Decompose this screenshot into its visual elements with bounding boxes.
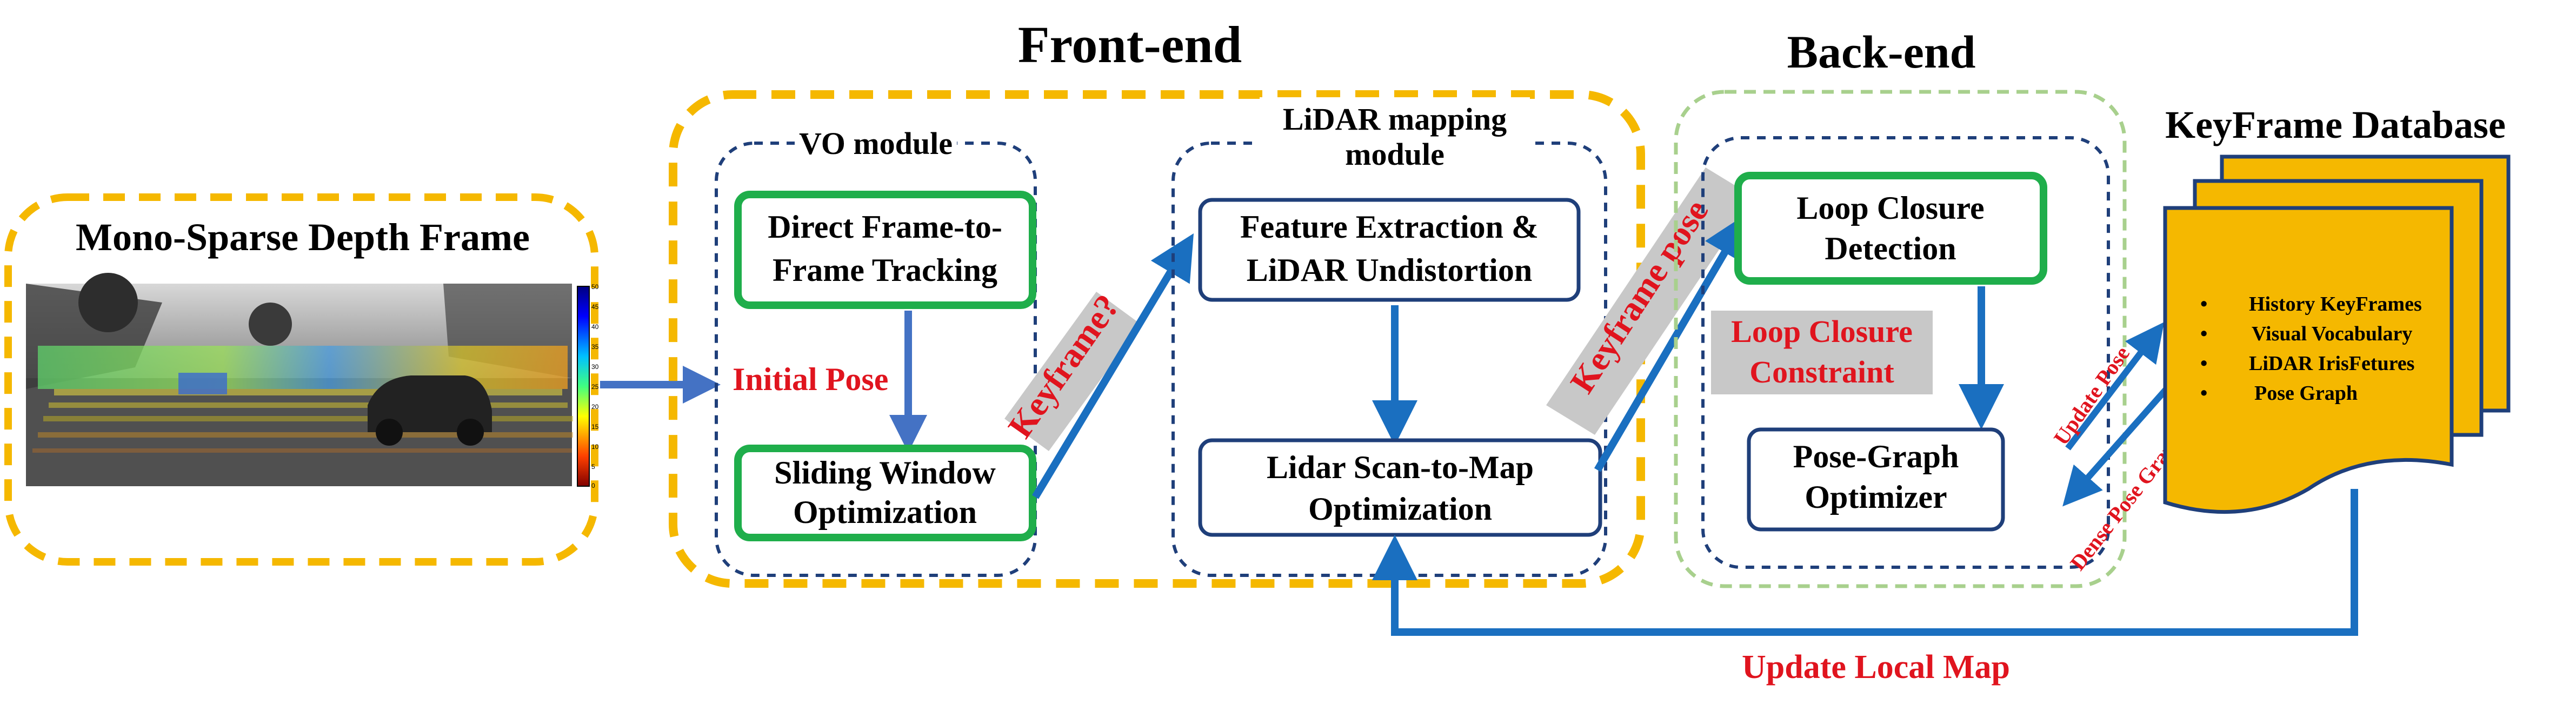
sliding-window-box xyxy=(734,445,1036,541)
keyframe-database-stack xyxy=(2163,155,2511,514)
pose-graph-optimizer-box xyxy=(1747,427,2005,532)
direct-tracking-box xyxy=(734,191,1036,309)
initial-pose-label: Initial Pose xyxy=(733,361,888,397)
sliding-window-line1: Sliding Window xyxy=(774,455,996,491)
colorbar-tick: 10 xyxy=(591,443,599,451)
colorbar-tick: 50 xyxy=(591,283,599,291)
direct-tracking-line2: Frame Tracking xyxy=(773,252,997,288)
back-end-title: Back-end xyxy=(1787,26,1976,78)
input-frame-group xyxy=(4,193,598,566)
db-item: History KeyFrames xyxy=(2249,293,2422,315)
front-end-group xyxy=(669,90,1645,588)
update-pose-label: Update Pose xyxy=(2049,341,2135,449)
sliding-window-line2: Optimization xyxy=(793,494,977,530)
db-item: Pose Graph xyxy=(2254,382,2358,405)
colorbar-tick: 5 xyxy=(591,463,595,471)
colorbar-tick: 0 xyxy=(591,482,595,489)
lidar-module-title-line1: LiDAR mapping xyxy=(1283,102,1507,137)
input-frame-title: Mono-Sparse Depth Frame xyxy=(76,216,530,259)
loop-constraint-line2: Constraint xyxy=(1749,354,1894,390)
colorbar-tick: 35 xyxy=(591,343,599,351)
scan-to-map-line2: Optimization xyxy=(1308,491,1492,527)
feature-extraction-line1: Feature Extraction & xyxy=(1240,209,1539,245)
keyframe-q-band xyxy=(1004,292,1141,451)
database-items: • History KeyFrames • Visual Vocabulary … xyxy=(2200,293,2422,405)
depth-colorbar xyxy=(577,286,590,487)
colorbar-tick: 25 xyxy=(591,383,599,391)
dense-pose-graph-arrow xyxy=(2062,376,2179,507)
loop-constraint-line1: Loop Closure xyxy=(1731,314,1913,349)
lidar-module-title-line2: module xyxy=(1345,137,1445,172)
pose-graph-line1: Pose-Graph xyxy=(1793,439,1959,474)
vo-module-title: VO module xyxy=(799,126,953,161)
loop-closure-line1: Loop Closure xyxy=(1796,190,1984,226)
db-item: Visual Vocabulary xyxy=(2252,323,2412,345)
depth-frame-image xyxy=(26,273,573,486)
pose-graph-line2: Optimizer xyxy=(1805,479,1947,515)
feature-extraction-box xyxy=(1198,198,1581,302)
loop-constraint-band xyxy=(1711,311,1933,394)
db-bullet: • xyxy=(2200,382,2207,405)
colorbar-tick: 15 xyxy=(591,423,599,431)
db-bullet: • xyxy=(2200,352,2207,375)
db-bullet: • xyxy=(2200,293,2207,315)
update-local-map-label: Update Local Map xyxy=(1742,649,2010,686)
back-end-group xyxy=(1674,90,2127,588)
back-end-inner-group xyxy=(1701,136,2110,569)
direct-tracking-line1: Direct Frame-to- xyxy=(768,209,1002,245)
scan-to-map-line1: Lidar Scan-to-Map xyxy=(1267,449,1534,485)
update-pose-arrow xyxy=(2065,322,2165,451)
sliding-to-lidar-arrow xyxy=(1031,233,1194,499)
colorbar-tick: 30 xyxy=(591,363,599,371)
colorbar-tick: 20 xyxy=(591,403,599,411)
keyframe-pose-band xyxy=(1546,167,1754,435)
keyframe-database-title: KeyFrame Database xyxy=(2165,103,2506,146)
feature-extraction-line2: LiDAR Undistortion xyxy=(1247,252,1532,288)
loop-closure-line2: Detection xyxy=(1825,231,1956,266)
scanmap-to-loop-arrow xyxy=(1594,213,1748,472)
front-end-title: Front-end xyxy=(1018,16,1242,73)
loop-closure-detection-box xyxy=(1734,172,2047,285)
db-bullet: • xyxy=(2200,323,2207,345)
colorbar-tick: 40 xyxy=(591,323,599,331)
colorbar-tick: 45 xyxy=(591,303,599,311)
colorbar-ticks: 50 45 40 35 30 25 20 15 10 5 0 xyxy=(591,283,599,489)
update-local-map-arrow xyxy=(1372,489,2358,636)
db-item: LiDAR IrisFetures xyxy=(2249,352,2414,375)
